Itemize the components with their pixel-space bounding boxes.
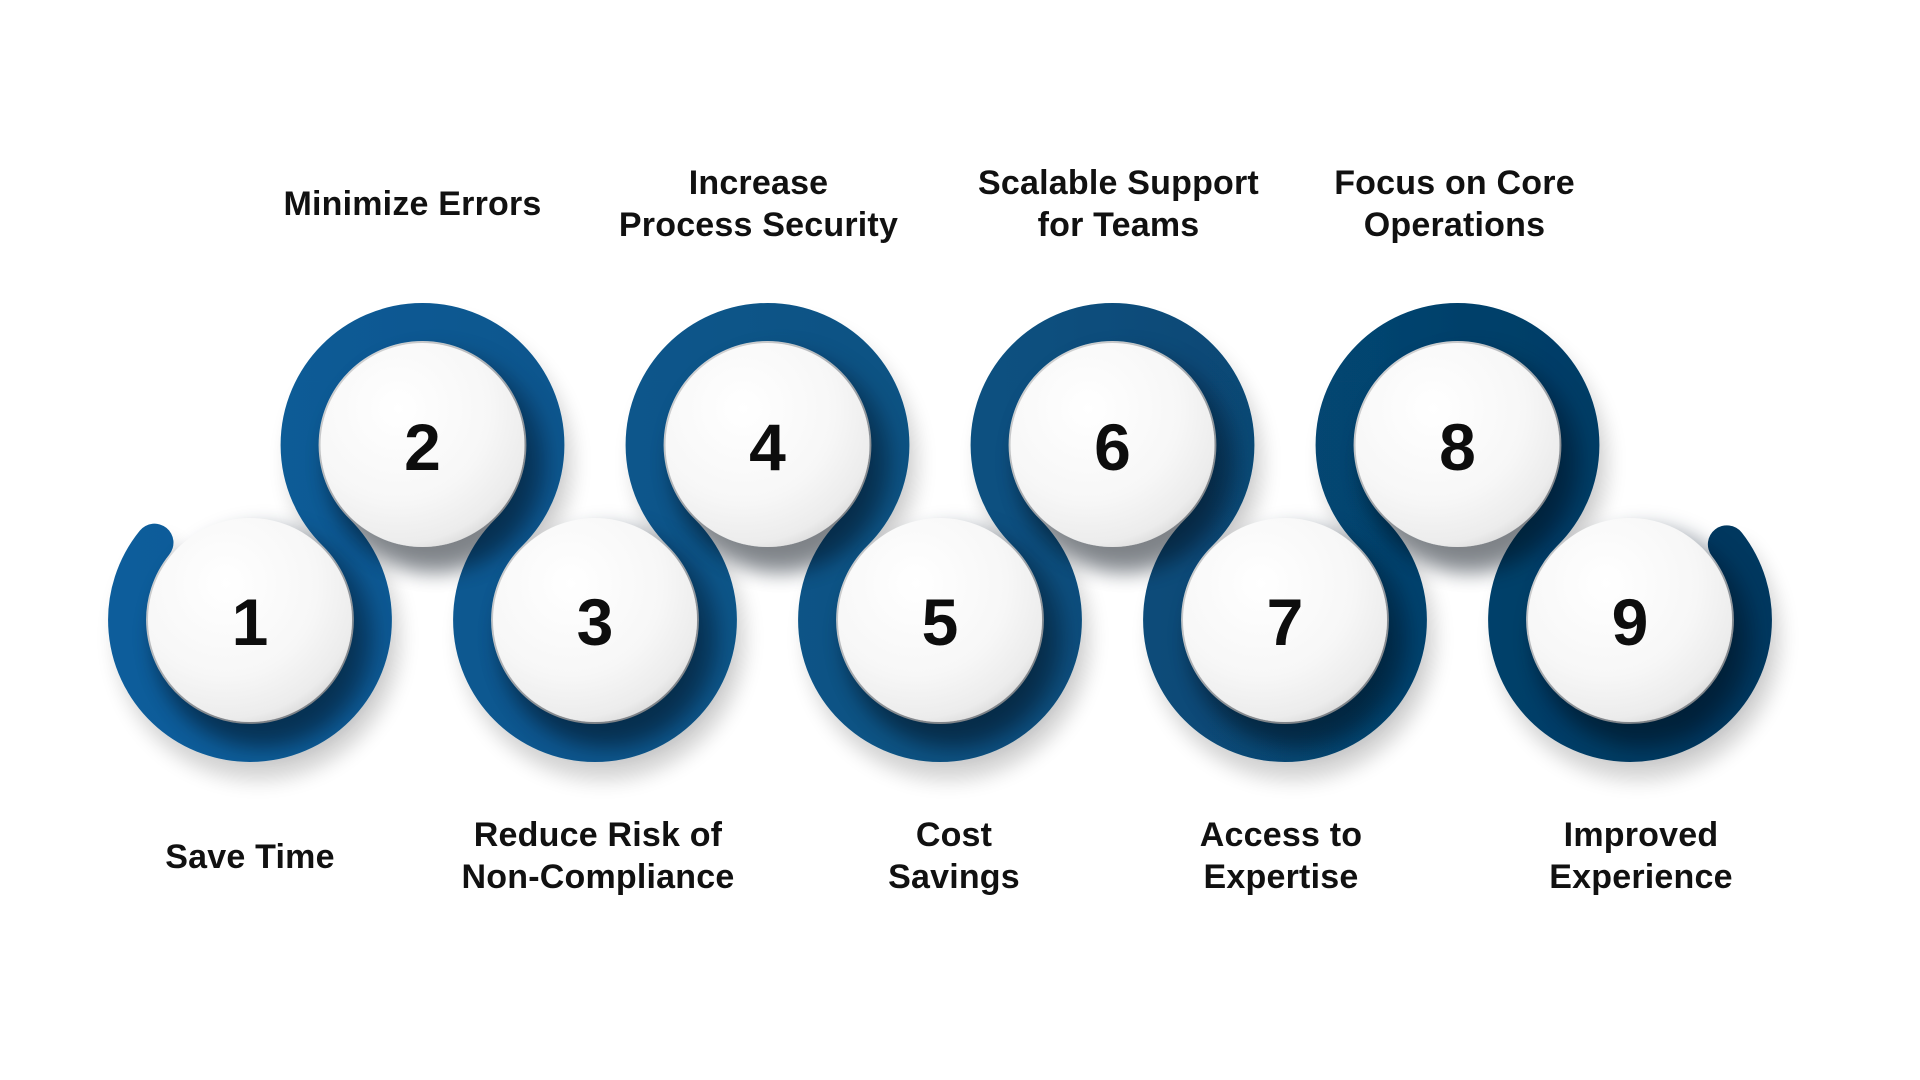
- step-label-line: Experience: [1549, 858, 1733, 896]
- step-label-line: Cost: [915, 816, 993, 854]
- step-label-2: Minimize Errors: [233, 183, 593, 225]
- step-number-6: 6: [1094, 410, 1131, 484]
- step-label-line: Expertise: [1203, 858, 1359, 896]
- step-label-7: Access to Expertise: [1101, 814, 1461, 898]
- step-number-2: 2: [404, 410, 441, 484]
- step-label-6: Scalable Support for Teams: [939, 162, 1299, 246]
- step-number-5: 5: [921, 585, 959, 659]
- step-discs: [148, 343, 1732, 722]
- step-number-4: 4: [749, 410, 786, 484]
- step-number-3: 3: [576, 585, 614, 659]
- step-number-9: 9: [1611, 585, 1649, 659]
- step-label-line: Non-Compliance: [461, 858, 735, 896]
- step-label-line: Focus on Core: [1334, 164, 1575, 202]
- step-label-line: for Teams: [1037, 206, 1200, 244]
- step-label-line: Minimize Errors: [283, 185, 542, 223]
- step-label-line: Scalable Support: [978, 164, 1259, 202]
- step-number-7: 7: [1266, 585, 1304, 659]
- step-disc-9: [1528, 518, 1732, 722]
- step-disc-6: [1010, 343, 1215, 547]
- step-disc-2: [320, 343, 525, 547]
- step-disc-4: [665, 343, 870, 547]
- step-label-line: Improved: [1563, 816, 1719, 854]
- step-label-line: Increase: [688, 164, 829, 202]
- step-disc-5: [838, 518, 1042, 722]
- step-number-1: 1: [231, 585, 269, 659]
- step-disc-3: [493, 518, 697, 722]
- step-label-line: Operations: [1363, 206, 1546, 244]
- step-label-1: Save Time: [70, 836, 430, 878]
- step-label-line: Reduce Risk of: [473, 816, 723, 854]
- step-disc-8: [1355, 343, 1560, 547]
- step-label-line: Access to: [1199, 816, 1363, 854]
- step-label-line: Process Security: [618, 206, 899, 244]
- step-label-3: Reduce Risk of Non-Compliance: [418, 814, 778, 898]
- step-disc-7: [1183, 518, 1387, 722]
- step-label-line: Save Time: [165, 838, 335, 876]
- connector-ring-path: [108, 303, 1772, 762]
- step-label-line: Savings: [888, 858, 1020, 896]
- step-disc-1: [148, 518, 352, 722]
- step-number-8: 8: [1439, 410, 1476, 484]
